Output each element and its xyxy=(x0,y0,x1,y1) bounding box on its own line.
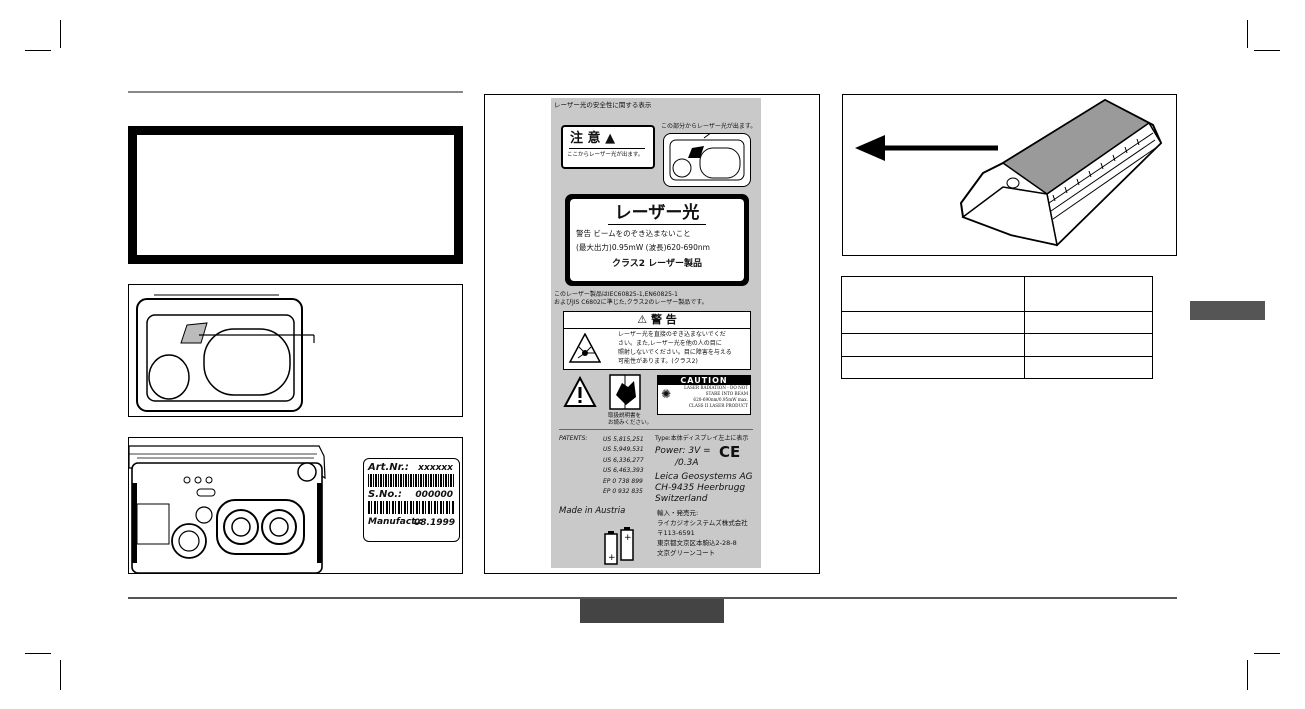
power-current: /0.3A xyxy=(675,458,699,468)
laser-hazard-icon xyxy=(569,333,601,363)
battery-icon: + + xyxy=(604,527,634,565)
bottom-rule xyxy=(128,597,1177,599)
caution-sticker: 注 意 ▲ ここからレーザー光が出ます。 xyxy=(561,125,655,169)
standards-line-2: およびJIS C6802に準じた,クラス2のレーザー製品です。 xyxy=(554,299,708,306)
read-manual-1: 取扱説明書を xyxy=(608,413,642,419)
manufact-label: Manufact.: xyxy=(368,517,423,527)
label-heading: レーザー光の安全性に関する表示 xyxy=(554,101,652,109)
art-label: Art.Nr.: xyxy=(368,462,409,473)
patent-6: EP 0 932 835 xyxy=(603,488,643,496)
table-row xyxy=(841,276,1153,312)
laser-warning: 警告 ビームをのぞき込まないこと xyxy=(576,229,691,238)
caution-title: 注 意 xyxy=(570,131,601,146)
importer-address: 東京都文京区本駒込2-28-8 xyxy=(657,539,737,547)
warning-text-4: 可能性があります。(クラス2) xyxy=(618,358,698,365)
power-label: Power: 3V = xyxy=(655,446,711,456)
warning-triangle-icon: ⚠ xyxy=(637,313,648,326)
importer-zip: 〒113-6591 xyxy=(657,529,695,537)
exclamation-warning-icon xyxy=(563,376,597,407)
patent-5: EP 0 738 899 xyxy=(603,477,643,485)
made-in: Made in Austria xyxy=(559,506,626,516)
laser-sticker: レーザー光 警告 ビームをのぞき込まないこと (最大出力)0.95mW (波長)… xyxy=(565,194,749,286)
laser-output: (最大出力)0.95mW (波長)620-690nm xyxy=(576,243,710,252)
patents-label: PATENTS: xyxy=(559,435,588,442)
manufact-value: 08.1999 xyxy=(414,518,455,528)
serial-label-sticker: Art.Nr.: xxxxxx S.No.: 000000 Manufact.:… xyxy=(363,458,460,542)
caution-line-1: LASER RADIATION - DO NOT xyxy=(684,385,748,390)
jp-safety-label: レーザー光の安全性に関する表示 注 意 ▲ ここからレーザー光が出ます。 この部… xyxy=(551,98,761,568)
starburst-icon: ✺ xyxy=(661,387,672,401)
warning-box: ⚠ 警 告 レーザー光を直接のぞき込まないでくだ さい。また,レーザー光を他の人… xyxy=(563,311,751,370)
caution-english-box: CAUTION LASER RADIATION - DO NOT STARE I… xyxy=(657,375,751,415)
caution-banner: CAUTION xyxy=(658,376,750,385)
ce-mark: CE xyxy=(719,443,741,461)
art-value: xxxxxx xyxy=(418,463,453,473)
laser-class: クラス2 レーザー製品 xyxy=(611,259,703,269)
importer-name: ライカジオシステムズ株式会社 xyxy=(657,519,748,527)
sn-value: 000000 xyxy=(415,490,453,500)
address-line-2: Switzerland xyxy=(655,494,708,504)
read-manual-icon xyxy=(609,374,641,410)
patent-1: US 5,815,251 xyxy=(603,436,644,443)
patent-4: US 6,463,393 xyxy=(603,467,644,475)
svg-text:+: + xyxy=(624,533,632,543)
caution-line-3: 620-690nm/0.95mW max. xyxy=(693,397,748,402)
page-number-tab xyxy=(580,599,724,623)
company-name: Leica Geosystems AG xyxy=(655,472,753,482)
warning-text-3: 照射しないでください。目に障害を与える xyxy=(618,349,732,356)
warning-title: 警 告 xyxy=(650,313,677,326)
top-rule xyxy=(128,91,463,93)
data-table xyxy=(841,276,1153,379)
label-panel: レーザー光の安全性に関する表示 注 意 ▲ ここからレーザー光が出ます。 この部… xyxy=(484,94,820,574)
mini-device-drawing xyxy=(663,131,751,187)
aperture-illustration xyxy=(128,284,463,417)
warning-frame-box xyxy=(128,126,463,264)
table-row xyxy=(841,333,1153,357)
laser-title: レーザー光 xyxy=(614,203,700,223)
warning-text-1: レーザー光を直接のぞき込まないでくだ xyxy=(618,331,726,338)
standards-line-1: このレーザー製品はIEC60825-1,EN60825-1 xyxy=(554,291,678,298)
warning-text-2: さい。また,レーザー光を他の人の目に xyxy=(618,340,722,347)
warning-triangle-icon: ▲ xyxy=(605,131,616,146)
caution-line-4: CLASS II LASER PRODUCT xyxy=(688,403,748,408)
patent-3: US 6,336,277 xyxy=(603,456,644,464)
caution-line-2: STARE INTO BEAM xyxy=(705,391,748,396)
serial-label-illustration: Art.Nr.: xxxxxx S.No.: 000000 Manufact.:… xyxy=(128,437,463,574)
importer-label: 輸入・発売元: xyxy=(657,509,699,517)
type-label: Type:本体ディスプレイ左上に表示 xyxy=(655,435,749,442)
address-line-1: CH-9435 Heerbrugg xyxy=(655,483,746,493)
section-tab xyxy=(1190,301,1265,320)
device-illustration xyxy=(842,94,1177,256)
svg-text:+: + xyxy=(608,553,616,563)
table-row xyxy=(841,311,1153,334)
read-manual-2: お読みください。 xyxy=(608,420,653,426)
barcode xyxy=(368,474,454,487)
aperture-note: この部分からレーザー光が出ます。 xyxy=(661,123,757,130)
barcode xyxy=(368,501,454,514)
table-row xyxy=(841,356,1153,379)
caution-sub: ここからレーザー光が出ます。 xyxy=(567,152,644,158)
patent-2: US 5,949,531 xyxy=(603,446,644,454)
importer-building: 文京グリーンコート xyxy=(657,549,716,557)
sn-label: S.No.: xyxy=(368,489,403,500)
